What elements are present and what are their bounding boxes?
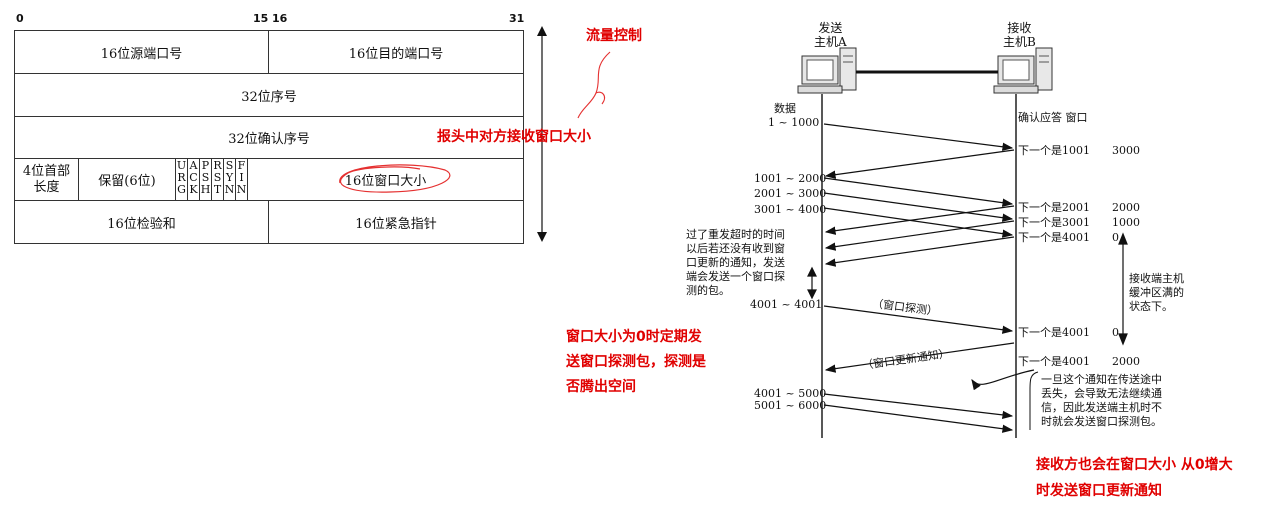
ack-row-4: 下一个是40010	[1018, 231, 1090, 244]
msg-2001-3000	[824, 193, 1012, 219]
seq-cell: 32位序号	[15, 74, 523, 116]
sequence-canvas	[740, 0, 1180, 517]
timeout-line-4: 端会发送一个窗口探	[686, 270, 785, 284]
ack-row-2-next: 下一个是2001	[1018, 201, 1090, 214]
ack-row-3-win: 1000	[1112, 216, 1140, 229]
flag-letter: N	[224, 184, 235, 196]
computer-a-icon	[798, 48, 856, 93]
flag-letter: H	[200, 184, 211, 196]
ack-row-5-next: 下一个是4001	[1018, 326, 1090, 339]
checksum-cell: 16位检验和	[15, 201, 269, 243]
timeout-line-5: 测的包。	[686, 284, 785, 298]
header-window-note: 报头中对方接收窗口大小	[437, 125, 591, 150]
ack-row-3-next: 下一个是3001	[1018, 216, 1090, 229]
msg-5001-6000	[824, 405, 1012, 430]
bit-0-label: 0	[16, 12, 24, 25]
ack-row-4-next: 下一个是4001	[1018, 231, 1090, 244]
ack-row-4-win: 0	[1112, 231, 1119, 244]
ack-column-label: 确认应答 窗口	[1018, 111, 1088, 124]
checksum-row: 16位检验和 16位紧急指针	[14, 200, 524, 244]
segment-probe-4001: 4001 ~ 4001	[750, 298, 822, 311]
zero-window-line-1: 窗口大小为0时定期发	[566, 325, 706, 350]
segment-5001-6000: 5001 ~ 6000	[754, 399, 826, 412]
flag-letter: G	[176, 184, 187, 196]
segment-1-1000: 1 ~ 1000	[768, 116, 819, 129]
ack-row-1-win: 3000	[1112, 144, 1140, 157]
ack-3001	[826, 221, 1014, 248]
buffer-full-note: 接收端主机 缓冲区满的 状态下。	[1129, 272, 1184, 314]
timeout-line-1: 过了重发超时的时间	[686, 228, 785, 242]
bit-31-label: 31	[509, 12, 524, 25]
flow-control-note: 流量控制	[586, 24, 642, 49]
lost-line-4: 时就会发送窗口探测包。	[1041, 415, 1162, 429]
segment-3001-4000: 3001 ~ 4000	[754, 203, 826, 216]
timeout-double-arrow	[808, 268, 816, 298]
msg-1-1000	[824, 124, 1012, 148]
timeout-line-3: 口更新的通知，发送	[686, 256, 785, 270]
ack-row-5-win: 0	[1112, 326, 1119, 339]
ack-row-6-next: 下一个是4001	[1018, 355, 1090, 368]
buffer-full-line-3: 状态下。	[1129, 300, 1184, 314]
lost-line-1: 一旦这个通知在传送途中	[1041, 373, 1162, 387]
zero-window-line-3: 否腾出空间	[566, 375, 706, 400]
msg-3001-4000	[824, 208, 1012, 235]
segment-1001-2000: 1001 ~ 2000	[754, 172, 826, 185]
flag-letter: K	[188, 184, 199, 196]
buffer-full-line-2: 缓冲区满的	[1129, 286, 1184, 300]
ack-2001	[826, 206, 1014, 232]
buffer-full-double-arrow	[1119, 234, 1127, 344]
flag-rst: RST	[211, 159, 223, 200]
bit-16-label: 16	[272, 12, 287, 25]
ack-row-1-next: 下一个是1001	[1018, 144, 1090, 157]
ack-row-2-win: 2000	[1112, 201, 1140, 214]
header-length-label: 4位首部长度	[19, 164, 75, 196]
segment-2001-3000: 2001 ~ 3000	[754, 187, 826, 200]
bit-15-label: 15	[253, 12, 268, 25]
src-port-cell: 16位源端口号	[15, 31, 269, 73]
flag-letter: T	[212, 184, 223, 196]
flag-letter: N	[236, 184, 247, 196]
ack-1001	[826, 150, 1014, 176]
lost-note-arrow	[972, 370, 1034, 384]
ack-4001-zero	[826, 237, 1014, 264]
timeout-line-2: 以后若还没有收到窗	[686, 242, 785, 256]
ack-row-6-win: 2000	[1112, 355, 1140, 368]
lost-note: 一旦这个通知在传送途中 丢失，会导致无法继续通 信，因此发送端主机时不 时就会发…	[1041, 373, 1162, 429]
seq-row: 32位序号	[14, 73, 524, 117]
lost-note-bracket	[1026, 370, 1040, 434]
port-row: 16位源端口号 16位目的端口号	[14, 30, 524, 74]
urgent-pointer-cell: 16位紧急指针	[269, 201, 523, 243]
computer-b-icon	[994, 48, 1052, 93]
header-length-cell: 4位首部长度	[15, 159, 79, 200]
msg-4001-5000	[824, 394, 1012, 416]
lost-line-2: 丢失，会导致无法继续通	[1041, 387, 1162, 401]
reserved-cell: 保留(6位)	[79, 159, 175, 200]
flag-syn: SYN	[223, 159, 235, 200]
timeout-note: 过了重发超时的时间 以后若还没有收到窗 口更新的通知，发送 端会发送一个窗口探 …	[686, 228, 785, 298]
msg-1001-2000	[824, 178, 1012, 204]
zero-window-note: 窗口大小为0时定期发 送窗口探测包，探测是 否腾出空间	[566, 325, 706, 400]
dst-port-cell: 16位目的端口号	[269, 31, 523, 73]
window-highlight-scribble	[320, 155, 460, 200]
zero-window-line-2: 送窗口探测包，探测是	[566, 350, 706, 375]
flow-control-squiggle	[572, 48, 622, 123]
lost-line-3: 信，因此发送端主机时不	[1041, 401, 1162, 415]
data-column-label: 数据	[774, 102, 796, 115]
buffer-full-line-1: 接收端主机	[1129, 272, 1184, 286]
